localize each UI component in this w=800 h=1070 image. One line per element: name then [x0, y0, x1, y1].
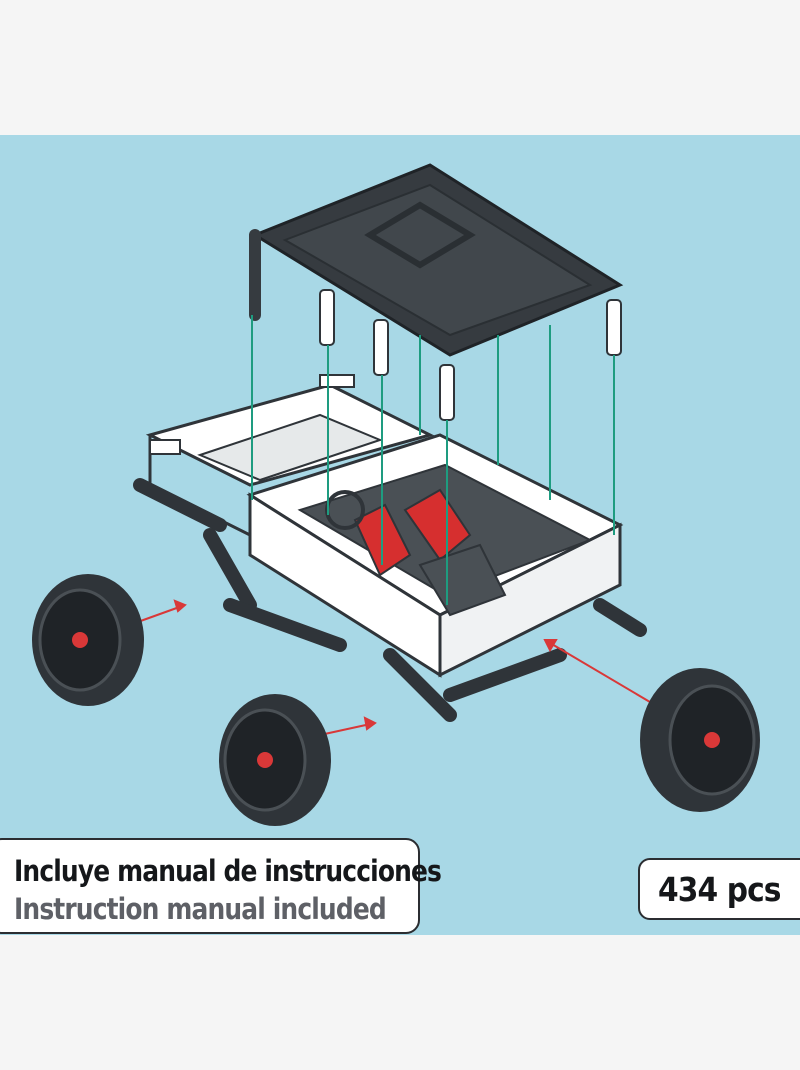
vehicle-assembly-illustration [32, 163, 760, 826]
product-image-panel: Incluye manual de instrucciones Instruct… [0, 135, 800, 935]
wheel-right [640, 668, 760, 812]
roof-pins [319, 289, 622, 421]
wheel-rear-left [219, 694, 331, 826]
piece-count: 434 pcs [658, 870, 781, 909]
manual-included-english: Instruction manual included [14, 892, 387, 926]
assembly-arrows [134, 599, 656, 736]
vehicle-seats [325, 488, 507, 617]
manual-included-spanish: Incluye manual de instrucciones [14, 854, 442, 888]
vehicle-suspension [133, 478, 647, 722]
assembly-guide-lines [251, 315, 615, 605]
piece-count-box: 434 pcs [638, 858, 800, 920]
manual-info-box: Incluye manual de instrucciones Instruct… [0, 838, 442, 934]
wheel-front-left [32, 574, 144, 706]
vehicle-roof [249, 163, 624, 357]
